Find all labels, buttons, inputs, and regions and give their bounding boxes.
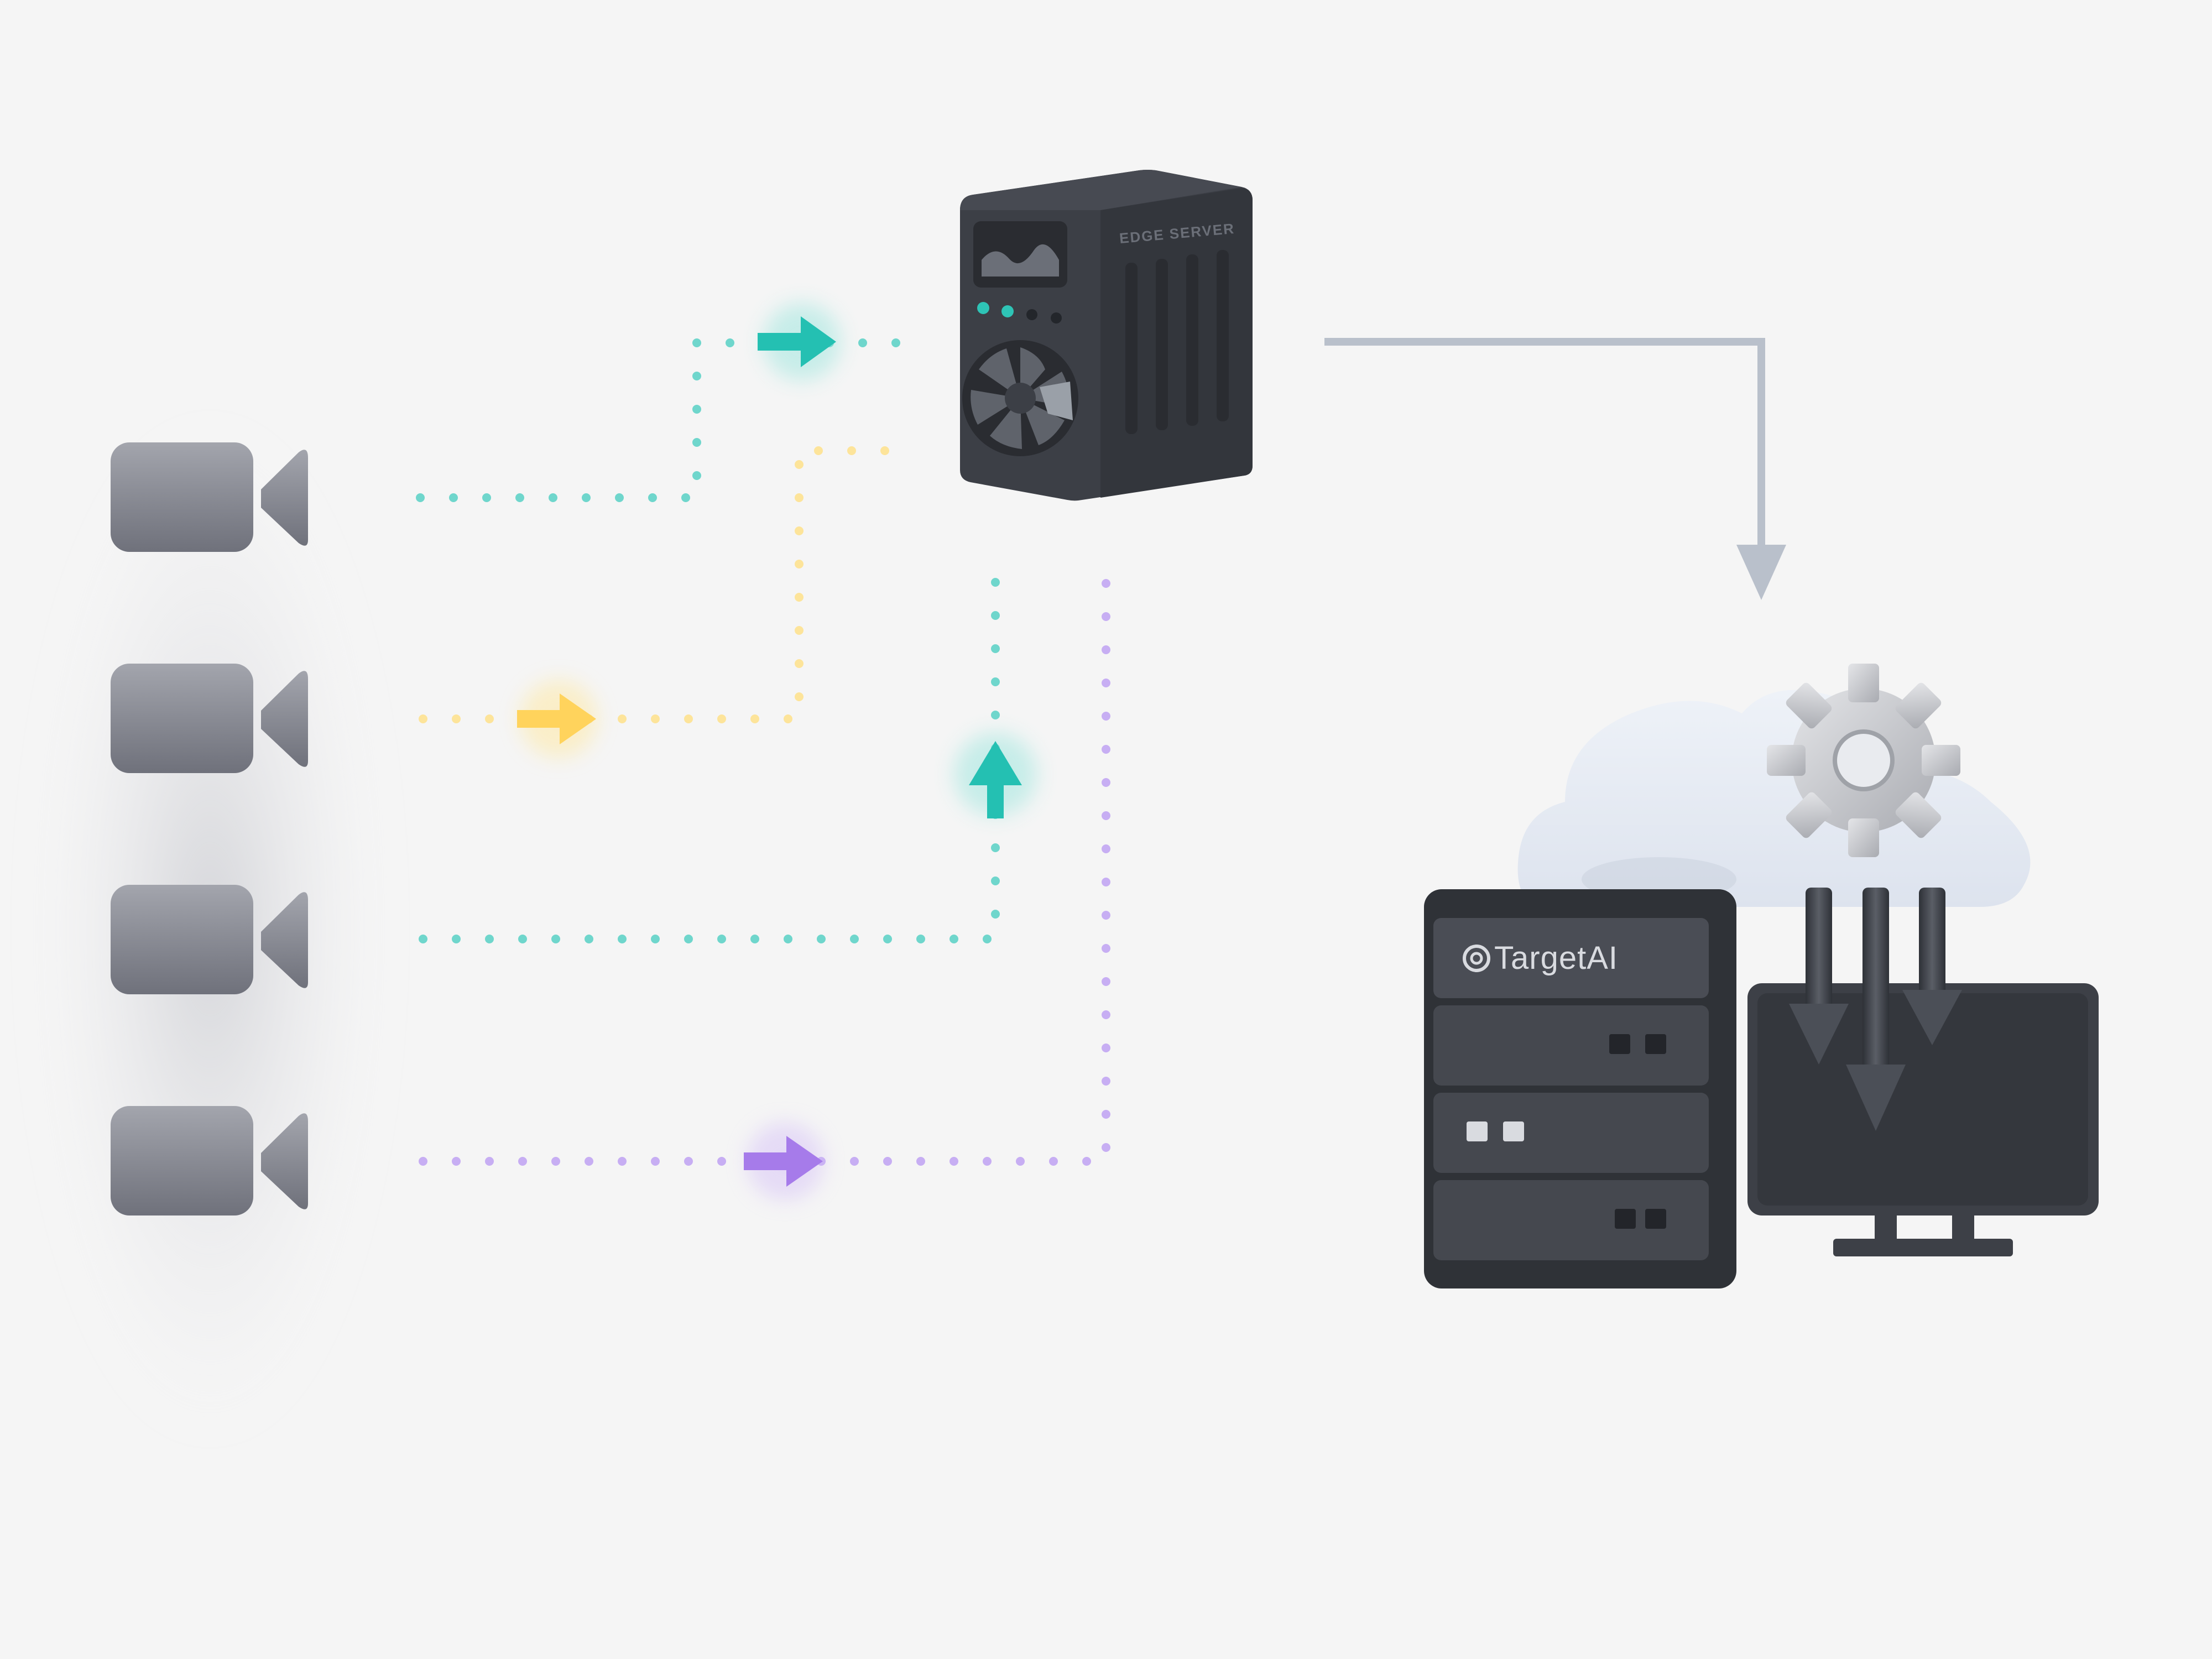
monitor-icon — [1747, 983, 2099, 1256]
download-arrows — [1789, 888, 1962, 1131]
cloud-icon — [1517, 690, 2031, 907]
arrow-icon — [954, 733, 1037, 818]
camera-1[interactable] — [111, 442, 308, 552]
arrow-icon — [1902, 888, 1962, 1045]
cloud-connector — [1324, 338, 1786, 600]
status-lights — [977, 302, 1062, 324]
edge-server[interactable]: EDGE SERVER — [960, 170, 1253, 501]
stream-path-camera-4 — [419, 551, 1110, 1166]
server-rack-icon[interactable]: TargetAI — [1424, 889, 1736, 1288]
stream-path-camera-1 — [416, 338, 911, 502]
camera-4[interactable] — [111, 1106, 308, 1215]
chart-icon — [973, 221, 1067, 288]
stream-path-camera-3 — [419, 551, 1000, 943]
arrow-icon — [1846, 888, 1906, 1131]
bay-indicators — [1467, 1034, 1666, 1229]
video-camera-icon — [111, 442, 308, 552]
arrow-icon — [744, 1123, 824, 1200]
vent-slots — [1125, 250, 1229, 434]
camera-2[interactable] — [111, 664, 308, 773]
video-camera-icon — [111, 885, 308, 994]
fan-icon — [962, 340, 1078, 456]
stream-path-camera-2 — [419, 446, 900, 723]
video-camera-icon — [111, 1106, 308, 1215]
arrow-icon — [517, 680, 597, 758]
gear-icon — [1767, 664, 1960, 857]
target-server-brand: TargetAI — [1494, 940, 1618, 976]
arrow-icon — [758, 303, 841, 380]
camera-3[interactable] — [111, 885, 308, 994]
target-logo-icon — [1463, 945, 1490, 972]
video-camera-icon — [111, 664, 308, 773]
arrow-icon — [1789, 888, 1849, 1065]
